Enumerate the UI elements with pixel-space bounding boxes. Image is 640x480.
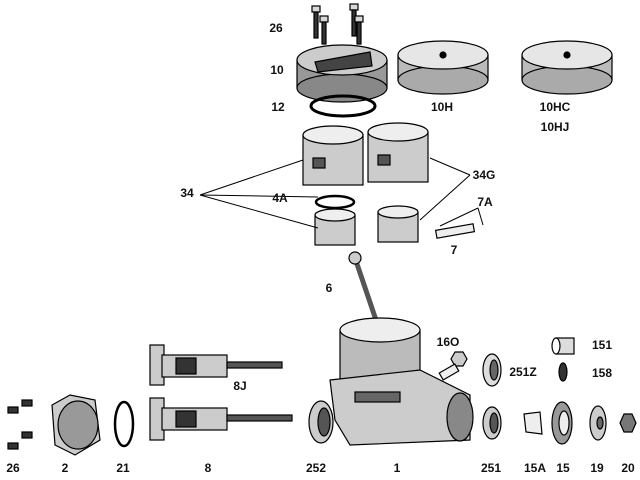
label-10: 10 xyxy=(270,63,284,77)
drive-washer xyxy=(551,401,573,445)
label-12: 12 xyxy=(271,100,285,114)
label-16o: 16O xyxy=(436,335,460,349)
leader-lines xyxy=(199,157,484,229)
needle-valve xyxy=(438,351,468,381)
label-251z: 251Z xyxy=(509,365,537,379)
crankcase xyxy=(329,317,474,446)
backplate xyxy=(51,394,101,456)
crankshaft-8j xyxy=(149,344,283,386)
part-158 xyxy=(558,362,568,382)
screw-icon xyxy=(7,399,33,450)
cylinder-head xyxy=(296,44,388,103)
label-21: 21 xyxy=(116,461,130,475)
part-151 xyxy=(551,337,575,355)
label-10h: 10H xyxy=(430,100,454,114)
label-10hc: 10HC xyxy=(539,100,571,114)
prop-washer xyxy=(589,405,607,441)
label-34: 34 xyxy=(180,186,194,200)
label-252: 252 xyxy=(305,461,327,475)
prop-nut xyxy=(619,413,637,433)
label-4a: 4A xyxy=(272,191,288,205)
piston-ring xyxy=(314,194,356,210)
head-10h xyxy=(397,40,489,95)
label-19: 19 xyxy=(590,461,604,475)
label-151: 151 xyxy=(591,338,613,352)
label-15: 15 xyxy=(556,461,570,475)
head-gasket xyxy=(309,94,377,118)
label-34g: 34G xyxy=(472,168,496,182)
cylinder-liner xyxy=(302,122,429,186)
label-7: 7 xyxy=(450,243,458,257)
label-8: 8 xyxy=(204,461,212,475)
bearing-251 xyxy=(482,406,502,440)
label-2: 2 xyxy=(61,461,69,475)
label-15a: 15A xyxy=(523,461,547,475)
o-ring xyxy=(113,400,135,448)
head-10hc xyxy=(521,40,613,95)
label-26-top: 26 xyxy=(269,21,283,35)
label-7a: 7A xyxy=(477,195,493,209)
label-26-bottom: 26 xyxy=(6,461,20,475)
bearing-252 xyxy=(308,400,334,444)
collet xyxy=(523,411,543,435)
wrist-pin xyxy=(434,223,476,239)
crankshaft-8 xyxy=(149,397,293,441)
label-10hj: 10HJ xyxy=(540,120,570,134)
piston xyxy=(314,205,419,246)
label-8j: 8J xyxy=(233,379,247,393)
bearing-251z xyxy=(482,353,502,387)
label-251: 251 xyxy=(480,461,502,475)
label-6: 6 xyxy=(325,281,333,295)
label-20: 20 xyxy=(621,461,635,475)
label-158: 158 xyxy=(591,366,613,380)
screw-icon xyxy=(311,3,364,45)
label-1: 1 xyxy=(393,461,401,475)
